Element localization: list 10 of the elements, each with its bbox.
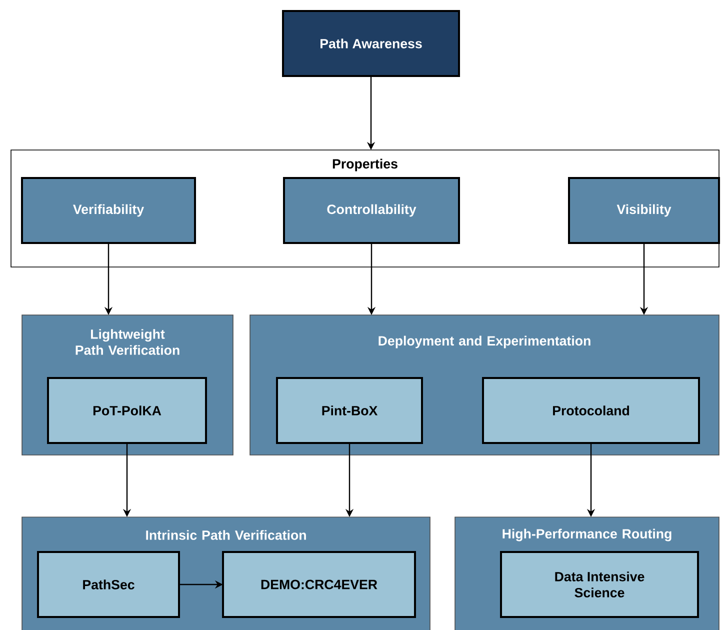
property-box: Controllability [283, 177, 460, 244]
item-box: PathSec [37, 551, 180, 618]
item-box: Protocoland [482, 377, 700, 444]
top-box: Path Awareness [282, 10, 460, 77]
item-box: PoT-PolKA [47, 377, 207, 444]
property-box: Visibility [568, 177, 720, 244]
item-box: Data Intensive Science [500, 551, 699, 618]
item-box: Pint-BoX [276, 377, 423, 444]
property-box: Verifiability [21, 177, 196, 244]
item-box: DEMO:CRC4EVER [222, 551, 416, 618]
